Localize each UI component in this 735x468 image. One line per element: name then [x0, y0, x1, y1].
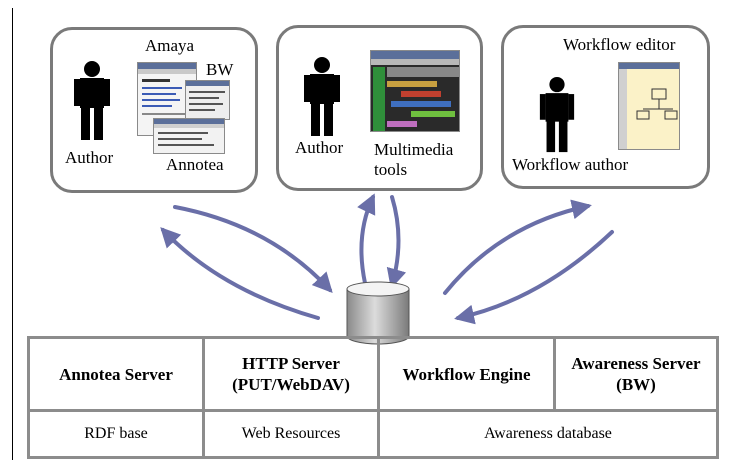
arrow-box1-to-repository — [173, 205, 333, 293]
awareness-server-label: Awareness Server — [571, 354, 701, 373]
workflow-author-label: Workflow author — [512, 155, 629, 174]
web-resources-cell: Web Resources — [202, 409, 380, 459]
arrow-repository-to-box2 — [357, 193, 376, 285]
arrow-box2-to-repository — [386, 195, 407, 289]
annotea-server-label: Annotea Server — [59, 364, 173, 384]
multimedia-screenshot-thumbnail — [370, 50, 460, 132]
storage-row: RDF base Web Resources Awareness databas… — [27, 409, 719, 459]
tools-label: tools — [374, 160, 408, 179]
workflow-engine-label: Workflow Engine — [402, 364, 531, 384]
workflow-editor-screenshot-thumbnail — [618, 62, 680, 150]
annotea-server-cell: Annotea Server — [27, 336, 205, 412]
http-server-label: HTTP Server — [242, 354, 340, 373]
server-row: Annotea Server HTTP Server (PUT/WebDAV) … — [27, 336, 719, 412]
amaya-label: Amaya — [145, 36, 195, 55]
arrow-box3-to-repository — [454, 230, 614, 325]
awareness-server-bw-label: (BW) — [616, 375, 656, 394]
workflow-engine-cell: Workflow Engine — [377, 336, 556, 412]
awareness-server-cell: Awareness Server (BW) — [553, 336, 719, 412]
multimedia-label: Multimedia — [374, 140, 454, 159]
left-divider-line — [12, 8, 13, 460]
author-label-1: Author — [65, 148, 114, 167]
workflow-editor-label: Workflow editor — [563, 35, 676, 54]
workflow-author-person-icon — [539, 76, 575, 153]
author-label-2: Author — [295, 138, 344, 157]
annotea-screenshot-thumbnail — [153, 118, 225, 154]
arrow-repository-to-box3 — [443, 199, 592, 295]
awareness-database-cell: Awareness database — [377, 409, 719, 459]
server-layer-table: Annotea Server HTTP Server (PUT/WebDAV) … — [27, 336, 719, 459]
http-server-protocol-label: (PUT/WebDAV) — [232, 375, 350, 394]
author-person-icon-2 — [304, 57, 340, 136]
author-person-icon — [74, 61, 110, 140]
annotea-label: Annotea — [166, 155, 224, 174]
bw-label: BW — [206, 60, 234, 79]
arrow-repository-to-box1 — [160, 227, 320, 320]
rdf-base-cell: RDF base — [27, 409, 205, 459]
http-server-cell: HTTP Server (PUT/WebDAV) — [202, 336, 380, 412]
